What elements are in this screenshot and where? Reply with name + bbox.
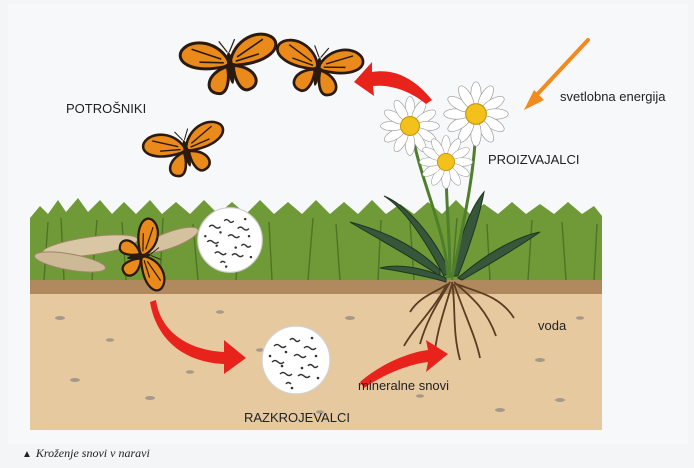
decomposers-label: RAZKROJEVALCI: [244, 410, 350, 425]
topsoil-strip: [30, 280, 602, 294]
consumers-label: POTROŠNIKI: [66, 101, 146, 116]
figure-caption: ▲ Kroženje snovi v naravi: [22, 446, 150, 461]
producers-label: PROIZVAJALCI: [488, 152, 580, 167]
microbe-circle-icon: [198, 208, 263, 273]
caption-triangle-icon: ▲: [22, 449, 32, 460]
minerals-label: mineralne snovi: [358, 378, 449, 393]
water-label: voda: [538, 318, 566, 333]
microbe-circle-icon: [262, 326, 330, 394]
light-energy-label: svetlobna energija: [560, 89, 666, 104]
caption-text: Kroženje snovi v naravi: [36, 446, 150, 460]
